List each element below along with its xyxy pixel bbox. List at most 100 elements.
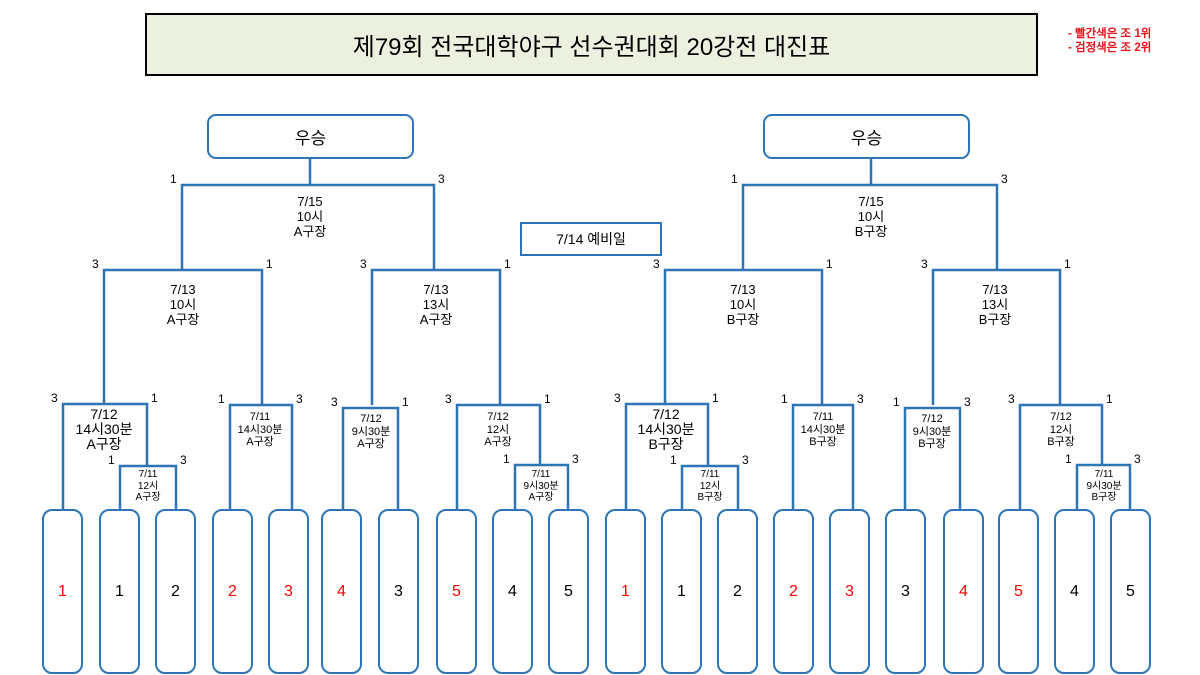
left-seed-number: 3 <box>445 392 452 406</box>
left-seed-number: 3 <box>653 257 660 271</box>
team-slot: 1 <box>42 509 83 674</box>
left-seed-number: 3 <box>1008 392 1015 406</box>
match-line-L-qf2 <box>455 403 542 509</box>
match-time: 9시30분 <box>1086 480 1122 492</box>
bracket-title: 제79회 전국대학야구 선수권대회 20강전 대진표 <box>145 13 1038 76</box>
team-slot: 5 <box>998 509 1039 674</box>
right-seed-number: 1 <box>1064 257 1071 271</box>
match-line-L-r1a <box>118 464 178 509</box>
match-venue: A구장 <box>166 312 200 327</box>
match-line-R-r1b <box>791 403 855 509</box>
right-seed-number: 1 <box>826 257 833 271</box>
right-seed-number: 1 <box>712 391 719 405</box>
match-line-R-r1c <box>903 406 962 509</box>
team-slot: 4 <box>943 509 984 674</box>
match-line-R-r1a <box>680 464 740 509</box>
match-time: 14시30분 <box>637 421 695 437</box>
left-seed-number: 3 <box>921 257 928 271</box>
match-date: 7/13 <box>982 282 1008 297</box>
right-seed-number: 1 <box>544 392 551 406</box>
left-seed-number: 1 <box>170 172 177 186</box>
match-date: 7/11 <box>1094 469 1114 480</box>
left-seed-number: 1 <box>108 453 115 467</box>
champion-box-right: 우승 <box>763 114 970 159</box>
legend-black-note: - 검정색은 조 2위 <box>1068 42 1152 54</box>
team-slot: 5 <box>548 509 589 674</box>
left-seed-number: 3 <box>614 391 621 405</box>
right-seed-number: 1 <box>1106 392 1113 406</box>
match-date: 7/12 <box>90 406 118 422</box>
match-venue: B구장 <box>854 224 888 239</box>
color-legend: - 빨간색은 조 1위 - 검정색은 조 2위 <box>1068 27 1151 55</box>
left-seed-number: 1 <box>218 392 225 406</box>
left-seed-number: 3 <box>360 257 367 271</box>
match-time: 14시30분 <box>75 421 133 437</box>
right-seed-number: 3 <box>1134 452 1141 466</box>
match-line-L-fin <box>180 183 436 270</box>
team-slot: 2 <box>717 509 758 674</box>
legend-red-note: - 빨간색은 조 1위 <box>1068 28 1152 40</box>
match-date: 7/15 <box>297 194 323 209</box>
match-time: 14시30분 <box>800 423 846 436</box>
team-slot: 3 <box>829 509 870 674</box>
match-date: 7/13 <box>730 282 756 297</box>
match-line-R-sf2 <box>931 268 1062 405</box>
right-seed-number: 3 <box>180 453 187 467</box>
left-seed-number: 1 <box>1065 452 1072 466</box>
right-seed-number: 3 <box>572 452 579 466</box>
right-seed-number: 1 <box>402 395 409 409</box>
match-date: 7/13 <box>423 282 449 297</box>
match-date: 7/12 <box>487 411 509 423</box>
match-time: 10시 <box>169 297 197 312</box>
match-time: 9시30분 <box>351 425 391 438</box>
match-line-L-qf1 <box>61 402 149 509</box>
match-line-L-r1b <box>228 403 294 509</box>
team-slot: 5 <box>436 509 477 674</box>
right-seed-number: 3 <box>1001 172 1008 186</box>
match-venue: A구장 <box>246 436 274 448</box>
match-venue: A구장 <box>135 492 161 503</box>
match-venue: A구장 <box>528 492 554 503</box>
match-time: 9시30분 <box>912 425 952 438</box>
team-slot: 3 <box>378 509 419 674</box>
champion-box-left: 우승 <box>207 114 414 159</box>
left-seed-number: 1 <box>731 172 738 186</box>
right-seed-number: 1 <box>151 391 158 405</box>
match-venue: B구장 <box>648 436 684 452</box>
match-line-R-r1d <box>1075 463 1132 509</box>
team-slot: 4 <box>321 509 362 674</box>
match-venue: B구장 <box>978 312 1012 327</box>
right-seed-number: 1 <box>504 257 511 271</box>
team-slot: 3 <box>885 509 926 674</box>
team-slot: 1 <box>661 509 702 674</box>
match-line-L-r1d <box>513 463 570 509</box>
team-slot: 1 <box>99 509 140 674</box>
match-venue: A구장 <box>293 224 327 239</box>
match-date: 7/12 <box>360 413 382 425</box>
left-seed-number: 3 <box>331 395 338 409</box>
match-venue: A구장 <box>484 436 512 448</box>
match-time: 10시 <box>296 209 324 224</box>
match-date: 7/12 <box>1050 411 1072 423</box>
left-seed-number: 3 <box>51 391 58 405</box>
match-line-R-fin <box>741 183 999 270</box>
match-date: 7/11 <box>249 411 271 423</box>
match-time: 12시 <box>699 480 721 492</box>
match-time: 12시 <box>486 423 510 436</box>
match-line-R-qf1 <box>624 402 710 509</box>
right-seed-number: 3 <box>438 172 445 186</box>
